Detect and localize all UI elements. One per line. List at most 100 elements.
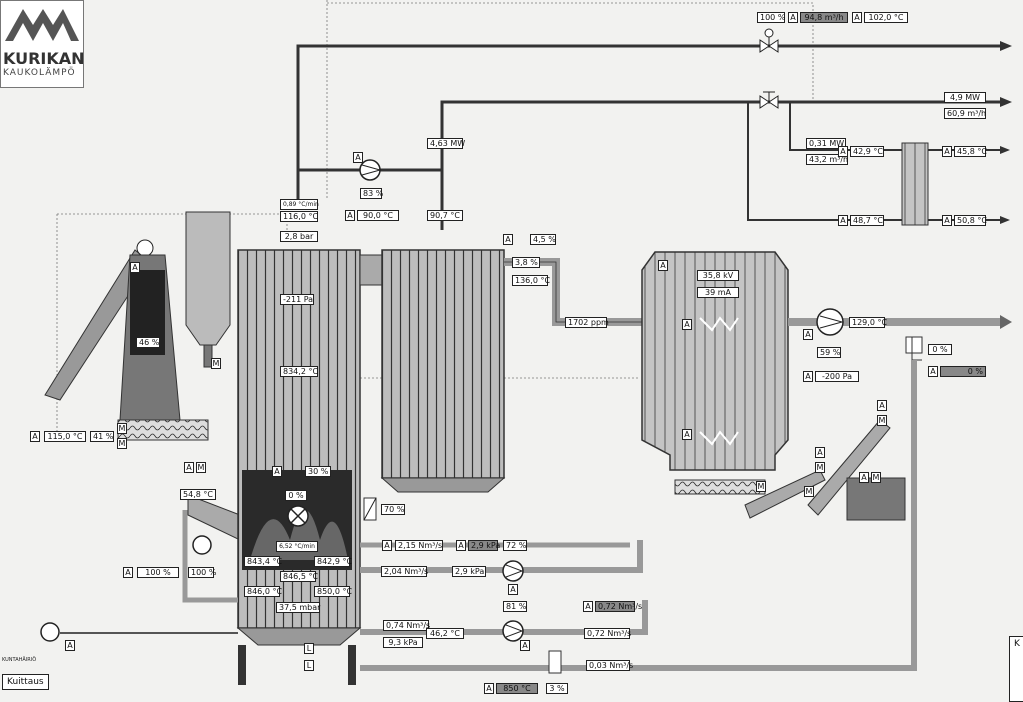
hx-return-out-temp: 50,8 °C: [954, 215, 987, 226]
auto-flag[interactable]: A: [382, 540, 392, 551]
right-edge-button[interactable]: K: [1009, 636, 1023, 702]
acknowledge-button[interactable]: Kuittaus: [2, 674, 49, 690]
auto-flag[interactable]: A: [682, 429, 692, 440]
hx-out-temp: 45,8 °C: [954, 146, 987, 157]
grate-pct: 30 %: [305, 466, 331, 477]
top-valve-icon[interactable]: [759, 28, 779, 53]
ash-container: [846, 477, 906, 521]
top-temp-readout: 102,0 °C: [864, 12, 908, 23]
motor-flag[interactable]: M: [117, 438, 127, 449]
auto-flag[interactable]: A: [658, 260, 668, 271]
damper-out: 0 %: [940, 366, 986, 377]
auto-flag[interactable]: A: [788, 12, 798, 23]
pump-temp: 90,0 °C: [357, 210, 399, 221]
air2-flow: 2,15 Nm³/s: [395, 540, 443, 551]
auto-flag[interactable]: A: [815, 447, 825, 458]
auto-flag[interactable]: A: [503, 234, 513, 245]
auto-flag[interactable]: A: [682, 319, 692, 330]
bottom-pct: 3 %: [546, 683, 568, 694]
return-temp: 90,7 °C: [427, 210, 463, 221]
auto-flag[interactable]: A: [877, 400, 887, 411]
flue-fan-icon[interactable]: [816, 308, 844, 336]
auto-flag[interactable]: A: [345, 210, 355, 221]
motor-flag[interactable]: M: [117, 423, 127, 434]
air3-temp: 46,2 °C: [426, 628, 464, 639]
motor-flag[interactable]: M: [196, 462, 206, 473]
supply-temp: 116,0 °C: [280, 211, 318, 222]
bottom-temp: 850 °C: [496, 683, 538, 694]
grate2-pct: 0 %: [285, 490, 307, 501]
silo-pct: 46 %: [136, 337, 160, 348]
motor-flag[interactable]: M: [756, 481, 766, 492]
motor-flag[interactable]: M: [804, 486, 814, 497]
auto-flag[interactable]: A: [130, 262, 140, 273]
air2-press: 2,9 kPa: [468, 540, 500, 551]
auto-flag[interactable]: A: [123, 567, 133, 578]
recirc-flow: 0,03 Nm³/s: [586, 660, 633, 671]
air3-press: 9,3 kPa: [383, 637, 423, 648]
boiler-power-readout: 4,63 MW: [427, 138, 465, 149]
under-grate-fan-icon[interactable]: [192, 535, 212, 555]
auto-flag[interactable]: A: [838, 146, 848, 157]
auto-flag[interactable]: A: [838, 215, 848, 226]
temp-2: 842,9 °C: [314, 556, 352, 567]
secondary-air-fan-icon[interactable]: [502, 560, 524, 582]
auto-flag[interactable]: A: [942, 146, 952, 157]
esp-voltage: 35,8 kV: [697, 270, 739, 281]
fan-pressure: -200 Pa: [815, 371, 859, 382]
heat-valve-icon[interactable]: [759, 91, 779, 109]
auto-flag[interactable]: A: [520, 640, 530, 651]
hx-flow-readout: 43,2 m³/h: [806, 154, 848, 165]
logo-mark-icon: [5, 9, 79, 41]
auto-flag[interactable]: A: [508, 584, 518, 595]
flap-pct: 70 %: [381, 504, 405, 515]
air3-flow-sp: 0,72 Nm³/s: [595, 601, 642, 612]
auto-flag[interactable]: A: [65, 640, 75, 651]
auto-flag[interactable]: A: [272, 466, 282, 477]
auto-flag[interactable]: A: [184, 462, 194, 473]
air3-flow-act: 0,72 Nm³/s: [584, 628, 631, 639]
auto-flag[interactable]: A: [803, 329, 813, 340]
top-flow-readout: 94,8 m³/h: [800, 12, 848, 23]
auto-flag[interactable]: A: [852, 12, 862, 23]
flue-temp: 136,0 °C: [512, 275, 550, 286]
tertiary-air-fan-icon[interactable]: [502, 620, 524, 642]
damper-pct: 0 %: [928, 344, 952, 355]
auto-flag[interactable]: A: [484, 683, 494, 694]
air2-pct: 72 %: [503, 540, 527, 551]
auto-flag[interactable]: A: [859, 472, 869, 483]
boiler: [381, 249, 505, 479]
fault-label: KUNTAHÄIRIÖ: [2, 657, 37, 663]
hx-power-readout: 0,31 MW: [806, 138, 846, 149]
auto-flag[interactable]: A: [353, 152, 363, 163]
dryer-temp: 54,8 °C: [180, 489, 216, 500]
grate-rate: 6,52 °C/min: [276, 541, 318, 552]
motor-flag[interactable]: M: [815, 462, 825, 473]
heat-flow-readout: 60,9 m³/h: [944, 108, 986, 119]
boiler-pump-icon[interactable]: [359, 159, 382, 181]
auto-flag[interactable]: A: [30, 431, 40, 442]
motor-flag[interactable]: M: [871, 472, 881, 483]
auto-flag[interactable]: A: [803, 371, 813, 382]
auto-flag[interactable]: A: [583, 601, 593, 612]
logo-name: KURIKAN: [3, 49, 85, 68]
draft-readout: 37,5 mbar: [276, 602, 320, 613]
heat-pipe: [440, 100, 1005, 230]
o2-setpoint: 4,5 %: [530, 234, 556, 245]
motor-flag[interactable]: M: [211, 358, 221, 369]
local-flag[interactable]: L: [304, 660, 314, 671]
hx-return-temp: 48,7 °C: [850, 215, 884, 226]
auto-flag[interactable]: A: [456, 540, 466, 551]
local-flag[interactable]: L: [304, 643, 314, 654]
company-logo: KURIKAN KAUKOLÄMPÖ: [0, 0, 85, 88]
auto-flag[interactable]: A: [928, 366, 938, 377]
heat-exchanger: [901, 142, 929, 226]
o2-readout: 3,8 %: [512, 257, 540, 268]
fan-temp: 129,0 °C: [849, 317, 887, 328]
primary-air-fan-icon[interactable]: [40, 622, 60, 642]
auto-flag[interactable]: A: [942, 215, 952, 226]
motor-flag[interactable]: M: [877, 415, 887, 426]
top-valve-pct: 100 %: [757, 12, 785, 23]
feed-temp: 115,0 °C: [44, 431, 86, 442]
temp-1: 843,4 °C: [244, 556, 282, 567]
